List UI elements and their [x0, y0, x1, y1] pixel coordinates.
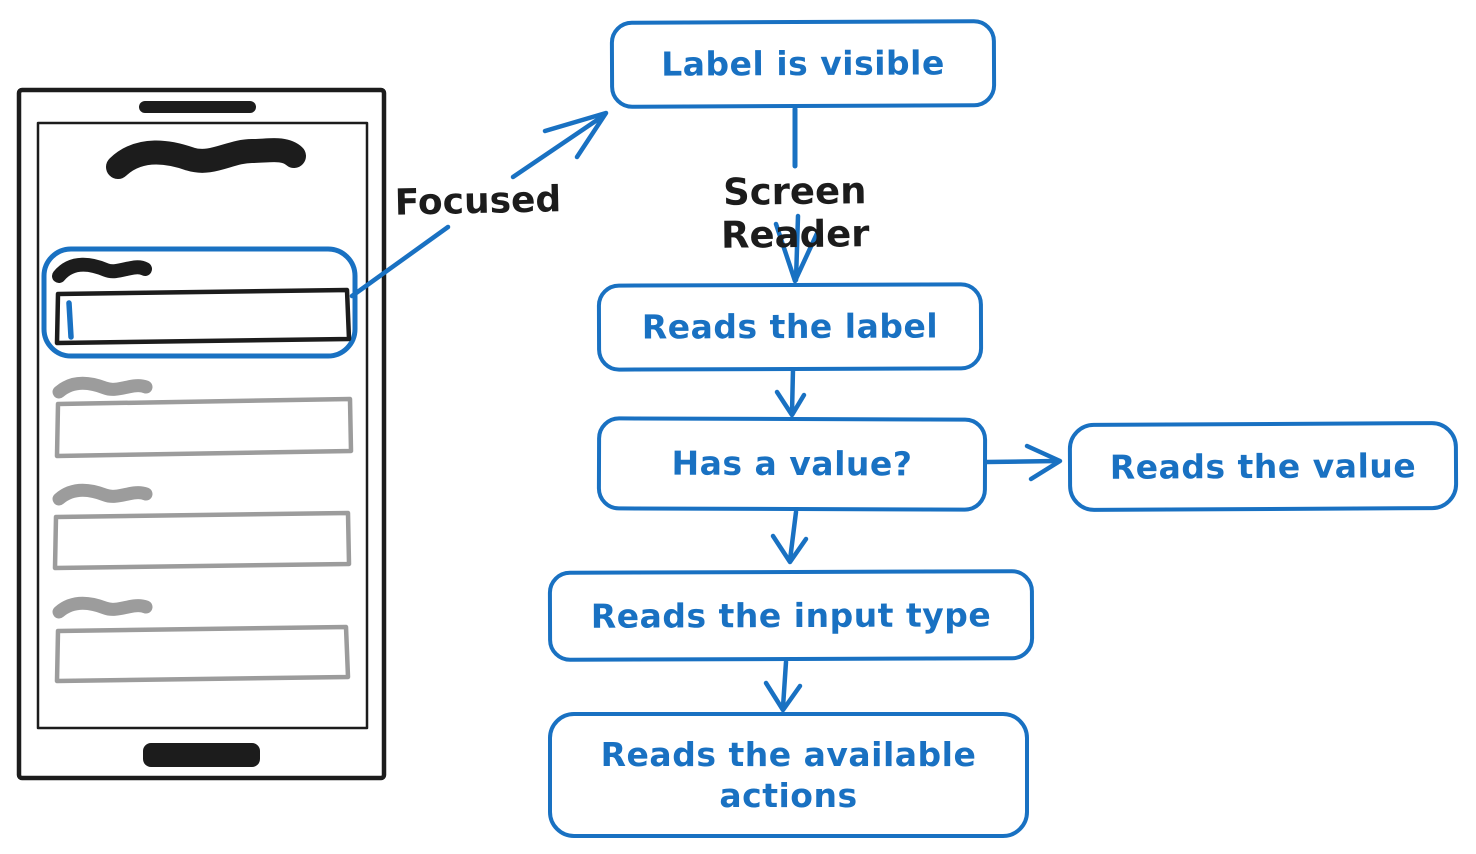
arrow-reads-input-type-to-actions — [763, 659, 803, 713]
flow-node-reads-available-actions: Reads the available actions — [548, 712, 1029, 838]
input-box — [54, 396, 354, 459]
flow-node-label: Reads the available actions — [600, 734, 977, 815]
arrow-screen-reader-to-reads-label — [773, 213, 823, 284]
input-box — [52, 510, 352, 571]
arrow-has-value-to-reads-value — [984, 443, 1063, 482]
flow-node-label: Reads the label — [641, 306, 939, 347]
flow-node-reads-input-type: Reads the input type — [547, 569, 1035, 662]
flow-node-reads-value: Reads the value — [1067, 420, 1459, 513]
screen-reader-annotation: Screen Reader — [720, 169, 870, 257]
arrow-has-value-to-reads-input-type — [770, 509, 809, 565]
focused-field-group — [41, 246, 358, 359]
flow-node-has-value: Has a value? — [596, 416, 988, 512]
screen-title-scribble — [106, 138, 306, 179]
flow-node-reads-label: Reads the label — [596, 282, 984, 372]
focused-input-box — [54, 287, 352, 346]
field-group-2 — [52, 376, 354, 459]
flow-node-label: Label is visible — [661, 43, 945, 84]
phone-home-button — [143, 743, 260, 767]
flow-node-label: Reads the input type — [590, 595, 992, 636]
flow-node-label: Has a value? — [671, 443, 913, 484]
flow-node-label: Reads the value — [1109, 446, 1417, 487]
focused-field-label-scribble — [52, 257, 152, 283]
phone-screen — [36, 121, 369, 730]
phone-frame — [16, 87, 387, 781]
phone-speaker — [139, 101, 256, 113]
field-group-3 — [52, 483, 352, 571]
field-group-4 — [52, 596, 351, 684]
field-label-scribble — [52, 596, 153, 619]
focused-annotation: Focused — [394, 179, 562, 224]
flow-arrows — [349, 106, 1063, 713]
phone-mockup — [16, 87, 387, 781]
focus-ring — [41, 246, 358, 359]
field-label-scribble — [52, 483, 153, 506]
input-box — [54, 624, 351, 684]
text-caret — [66, 300, 74, 340]
flow-node-label-visible: Label is visible — [609, 19, 997, 109]
arrow-reads-label-to-has-value — [774, 366, 807, 418]
arrow-focused-to-label-visible — [349, 110, 609, 299]
field-label-scribble — [52, 376, 153, 399]
